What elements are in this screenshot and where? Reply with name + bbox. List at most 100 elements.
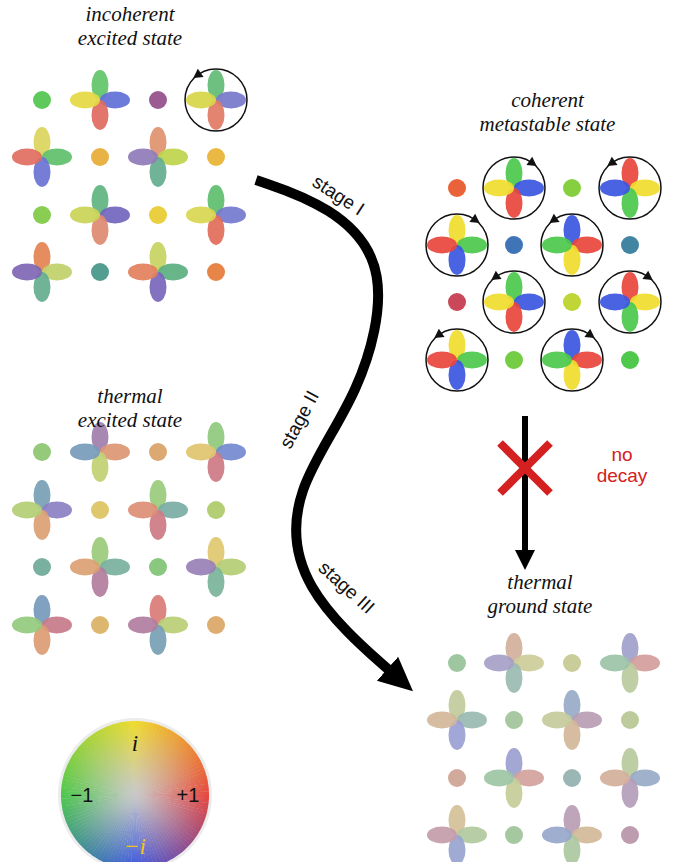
orbital-cross: [427, 805, 487, 862]
site-dot: [91, 616, 109, 634]
stage-label: stage II: [276, 388, 324, 453]
site-dot: [207, 501, 225, 519]
orbital-cross: [541, 329, 603, 391]
rotation-circle: [426, 329, 488, 391]
orbital-cross: [128, 480, 188, 540]
orbital-lobe: [70, 92, 100, 109]
orbital-cross: [186, 185, 246, 245]
orbital-lobe: [128, 264, 158, 281]
wheel-rim: [58, 718, 212, 862]
orbital-lobe: [600, 180, 630, 197]
site-dot: [149, 443, 167, 461]
lattice: [427, 633, 660, 862]
orbital-lobe: [600, 770, 630, 787]
orbital-cross: [12, 242, 72, 302]
site-dot: [621, 826, 639, 844]
site-dot: [448, 654, 466, 672]
lattice: [426, 157, 661, 391]
orbital-cross: [484, 633, 544, 693]
lattice: [12, 422, 246, 655]
orbital-cross: [542, 805, 602, 862]
wheel-fade: [61, 721, 209, 862]
site-dot: [505, 826, 523, 844]
rotation-arrowhead: [642, 271, 652, 280]
rotation-circle: [541, 214, 603, 276]
orbital-lobe: [427, 827, 457, 844]
decay-arrow: [522, 416, 528, 556]
site-dot: [505, 711, 523, 729]
orbital-lobe: [128, 149, 158, 166]
site-dot: [448, 769, 466, 787]
axis-label: i: [132, 731, 138, 756]
orbital-cross: [128, 595, 188, 655]
orbital-cross: [484, 748, 544, 808]
orbital-cross: [12, 480, 72, 540]
site-dot: [207, 263, 225, 281]
orbital-cross: [70, 537, 130, 597]
state-group: thermal ground state: [410, 570, 670, 860]
orbital-lobe: [484, 655, 514, 672]
orbital-cross: [600, 633, 660, 693]
cross-stroke: [500, 443, 550, 493]
rotation-circle: [426, 214, 488, 276]
orbital-lobe: [600, 655, 630, 672]
state-group: coherent metastable state: [425, 88, 670, 410]
orbital-lobe: [542, 827, 572, 844]
orbital-lobe: [186, 559, 216, 576]
orbital-cross: [185, 69, 247, 131]
orbital-lobe: [12, 149, 42, 166]
rotation-circle: [541, 329, 603, 391]
orbital-lobe: [128, 502, 158, 519]
site-dot: [563, 769, 581, 787]
phase-wheel: [58, 718, 212, 862]
orbital-cross: [70, 185, 130, 245]
rotation-circle: [483, 271, 545, 333]
orbital-lobe: [186, 92, 216, 109]
orbital-cross: [12, 127, 72, 187]
orbital-lobe: [12, 264, 42, 281]
state-label: thermal ground state: [486, 570, 595, 618]
axis-label: −i: [124, 834, 146, 859]
orbital-cross: [541, 214, 603, 276]
cross-stroke: [500, 443, 550, 493]
orbital-cross: [128, 127, 188, 187]
rotation-arrowhead: [491, 271, 501, 280]
site-dot: [621, 711, 639, 729]
state-label: thermal excited state: [76, 384, 185, 432]
rotation-arrowhead: [607, 157, 617, 166]
rotation-circle: [599, 157, 661, 219]
rotation-arrowhead: [549, 214, 559, 223]
orbital-cross: [542, 690, 602, 750]
orbital-lobe: [542, 237, 572, 254]
orbital-cross: [599, 157, 661, 219]
orbital-cross: [483, 271, 545, 333]
site-dot: [149, 206, 167, 224]
orbital-lobe: [427, 352, 457, 369]
orbital-cross: [70, 70, 130, 130]
rotation-circle: [185, 69, 247, 131]
site-dot: [33, 443, 51, 461]
rotation-arrowhead: [584, 329, 594, 338]
rotation-circle: [599, 271, 661, 333]
state-label: coherent metastable state: [478, 88, 618, 136]
site-dot: [33, 91, 51, 109]
orbital-lobe: [484, 770, 514, 787]
orbital-lobe: [70, 559, 100, 576]
rotation-arrowhead: [193, 69, 203, 78]
orbital-lobe: [600, 294, 630, 311]
site-dot: [448, 293, 466, 311]
orbital-lobe: [12, 617, 42, 634]
orbital-lobe: [70, 444, 100, 461]
site-dot: [505, 236, 523, 254]
orbital-cross: [128, 242, 188, 302]
orbital-lobe: [542, 712, 572, 729]
orbital-cross: [599, 271, 661, 333]
site-dot: [149, 91, 167, 109]
orbital-lobe: [484, 180, 514, 197]
orbital-lobe: [12, 502, 42, 519]
site-dot: [33, 558, 51, 576]
rotation-arrowhead: [434, 329, 444, 338]
orbital-cross: [427, 690, 487, 750]
site-dot: [91, 501, 109, 519]
orbital-lobe: [70, 207, 100, 224]
